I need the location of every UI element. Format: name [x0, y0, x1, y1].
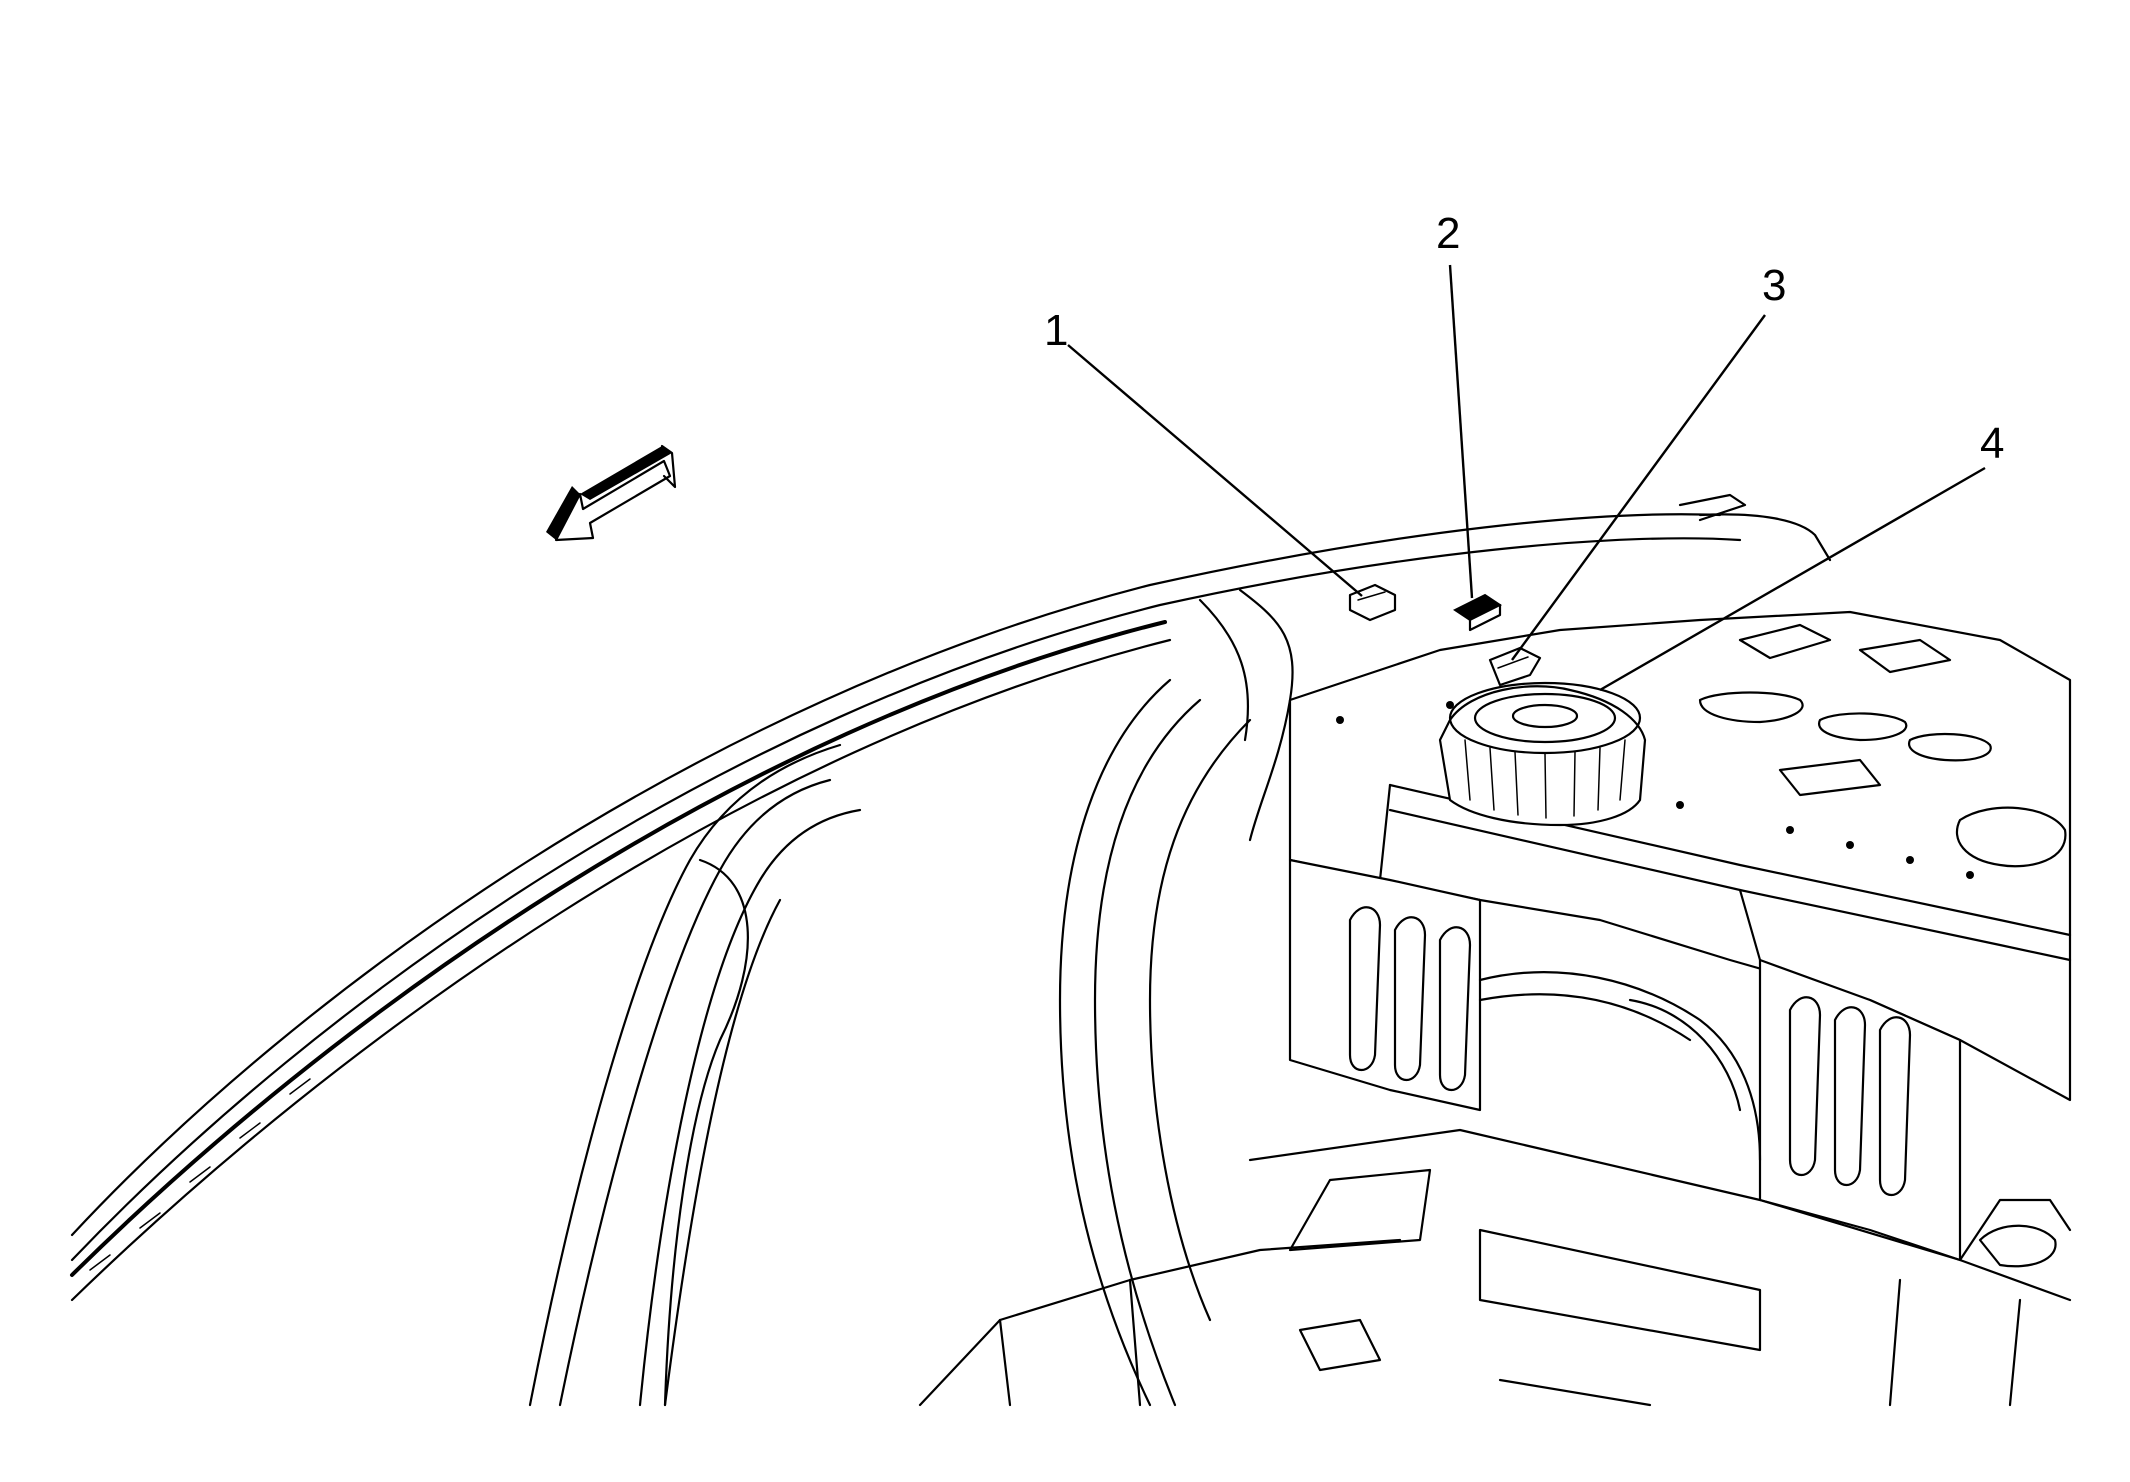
callout-3-label: 3	[1762, 261, 1786, 310]
antenna-module	[1348, 583, 1397, 622]
callout-leaders	[1067, 264, 1986, 692]
connector-module	[1453, 593, 1502, 632]
front-direction-arrow-icon	[546, 444, 677, 542]
callout-1-label: 1	[1044, 306, 1068, 355]
bracket-clip	[1488, 646, 1542, 687]
rear-seatback-panel	[1288, 858, 1962, 1262]
callout-4-label: 4	[1980, 419, 2004, 468]
vehicle-body-outline	[70, 493, 1832, 1407]
subwoofer-speaker	[1438, 681, 1647, 827]
callout-2-label: 2	[1436, 209, 1460, 258]
trunk-floor	[918, 1128, 2072, 1407]
